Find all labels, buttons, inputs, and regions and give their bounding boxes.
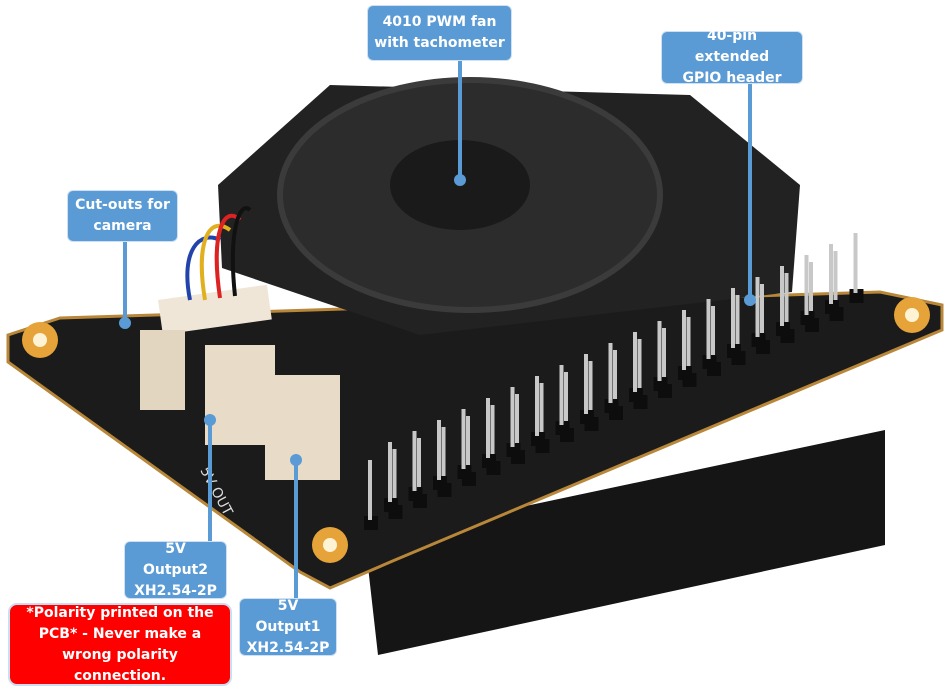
pin-spacer xyxy=(776,322,790,336)
pin-spacer xyxy=(629,388,643,402)
callout-camera: Cut-outs for camera xyxy=(67,190,178,242)
pin-spacer xyxy=(580,410,594,424)
pin-spacer xyxy=(800,311,815,325)
output1-connector xyxy=(265,375,340,480)
gpio-leader-line xyxy=(748,82,752,300)
camera-leader-line xyxy=(123,240,127,322)
callout-fan: 4010 PWM fan with tachometer xyxy=(367,5,512,61)
pin-spacer xyxy=(555,421,570,435)
output2-leader-line xyxy=(208,420,212,542)
fan-connector xyxy=(158,284,272,335)
callout-output1: 5V Output1 XH2.54-2P xyxy=(239,598,337,656)
gpio-pointer-dot xyxy=(744,294,756,306)
pin-spacer xyxy=(433,476,447,490)
callout-output2: 5V Output2 XH2.54-2P xyxy=(124,541,227,599)
output1-leader-line xyxy=(294,460,298,600)
pin-spacer xyxy=(751,333,766,347)
pin-spacer xyxy=(408,487,423,501)
pin-spacer xyxy=(531,432,545,446)
pin-spacer xyxy=(506,443,521,457)
fan-wire xyxy=(230,206,252,297)
gpio-socket-block xyxy=(365,430,885,655)
fan-leader-line xyxy=(458,60,462,180)
gpio-pins xyxy=(364,233,864,530)
camera-connector xyxy=(140,330,185,410)
pin-spacer xyxy=(825,300,839,314)
pin-spacer xyxy=(604,399,619,413)
fan-pointer-dot xyxy=(454,174,466,186)
output2-pointer-dot xyxy=(204,414,216,426)
pin-spacer xyxy=(678,366,692,380)
fan-wire xyxy=(185,235,221,301)
fan-wire xyxy=(214,213,242,299)
pin-spacer xyxy=(849,289,864,303)
pin-spacer xyxy=(653,377,668,391)
pin-spacer xyxy=(727,344,741,358)
pin-spacer xyxy=(384,498,398,512)
output1-pointer-dot xyxy=(290,454,302,466)
pin-spacer xyxy=(457,465,472,479)
pin-spacer xyxy=(364,516,378,530)
callout-gpio: 40-pin extended GPIO header xyxy=(661,28,803,86)
mounting-hole-center xyxy=(323,538,337,552)
pin-spacer xyxy=(482,454,496,468)
fan-wire xyxy=(199,223,232,301)
camera-pointer-dot xyxy=(119,317,131,329)
polarity-warning: *Polarity printed on the PCB* - Never ma… xyxy=(8,603,232,686)
output2-connector xyxy=(205,345,275,445)
mounting-hole-center xyxy=(905,308,919,322)
pin-spacer xyxy=(702,355,717,369)
mounting-hole-center xyxy=(33,333,47,347)
